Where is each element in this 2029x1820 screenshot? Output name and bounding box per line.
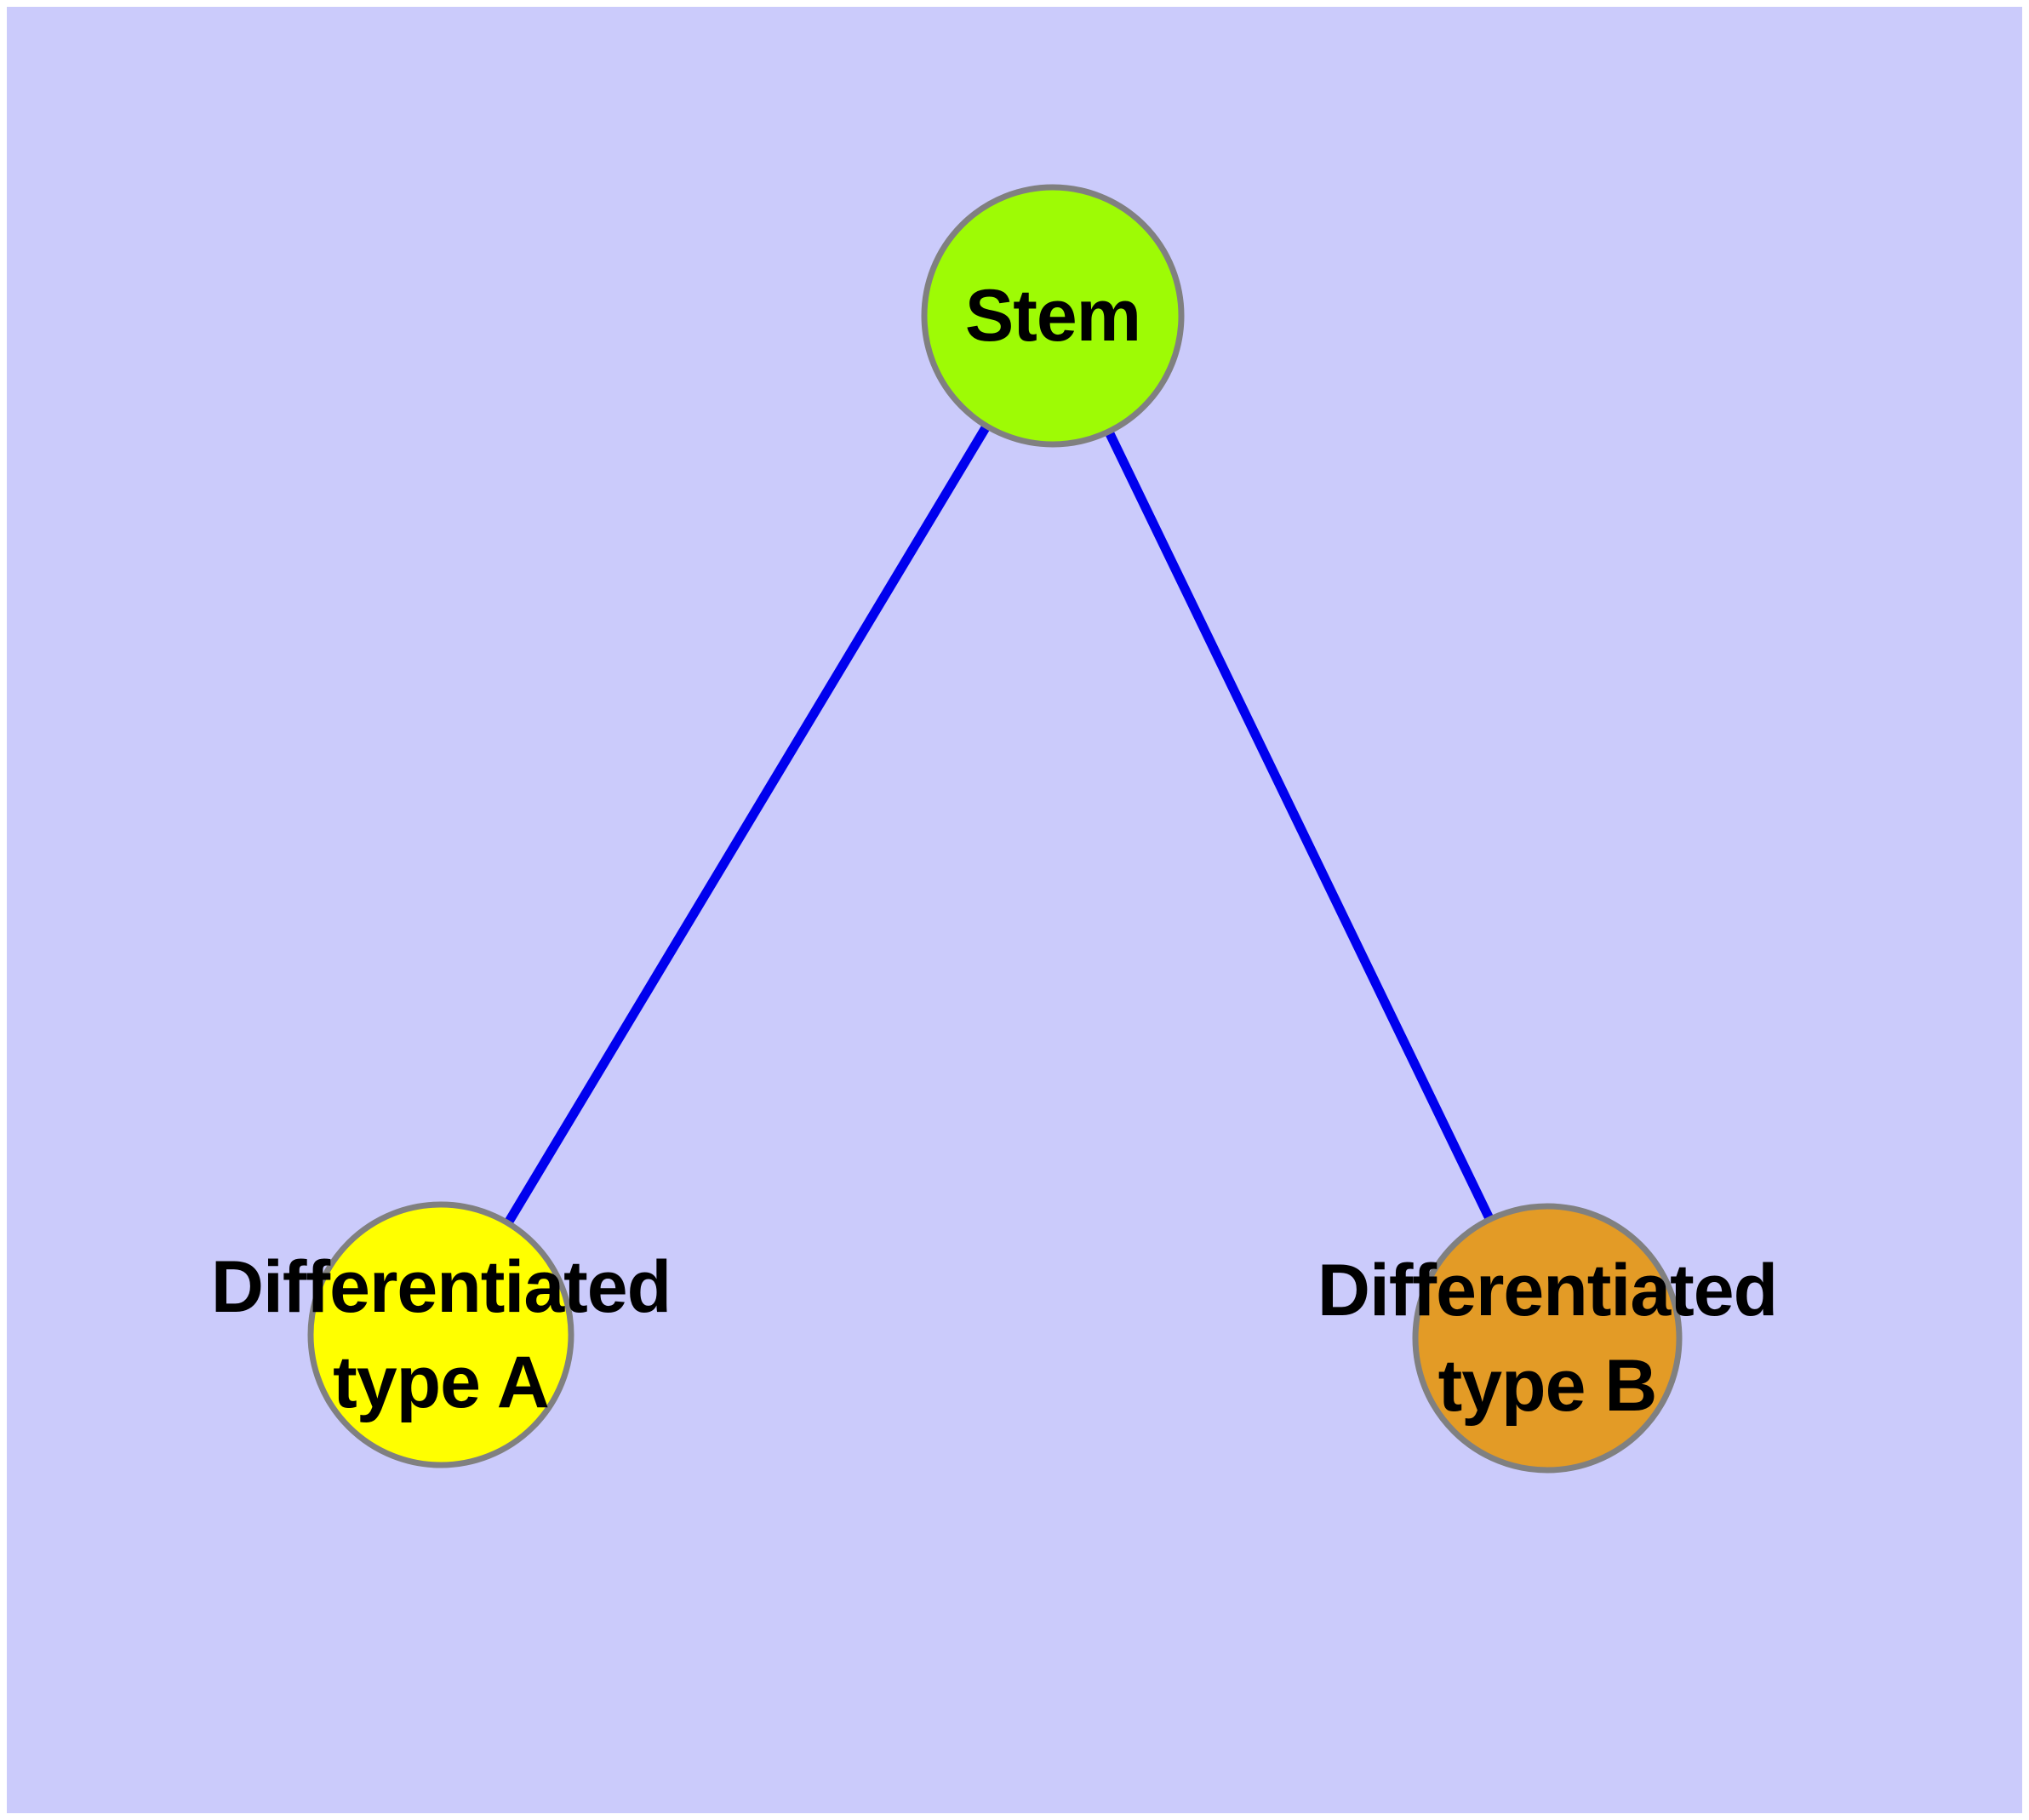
node-circle-differentiated-type-a[interactable] <box>307 1201 574 1468</box>
node-layer <box>307 184 1683 1474</box>
edge-layer <box>437 313 1552 1341</box>
edge-stem-to-differentiated-type-b[interactable] <box>1049 313 1552 1341</box>
node-circle-differentiated-type-b[interactable] <box>1412 1203 1683 1474</box>
edge-stem-to-differentiated-type-a[interactable] <box>437 313 1057 1337</box>
node-circle-stem[interactable] <box>921 184 1185 448</box>
